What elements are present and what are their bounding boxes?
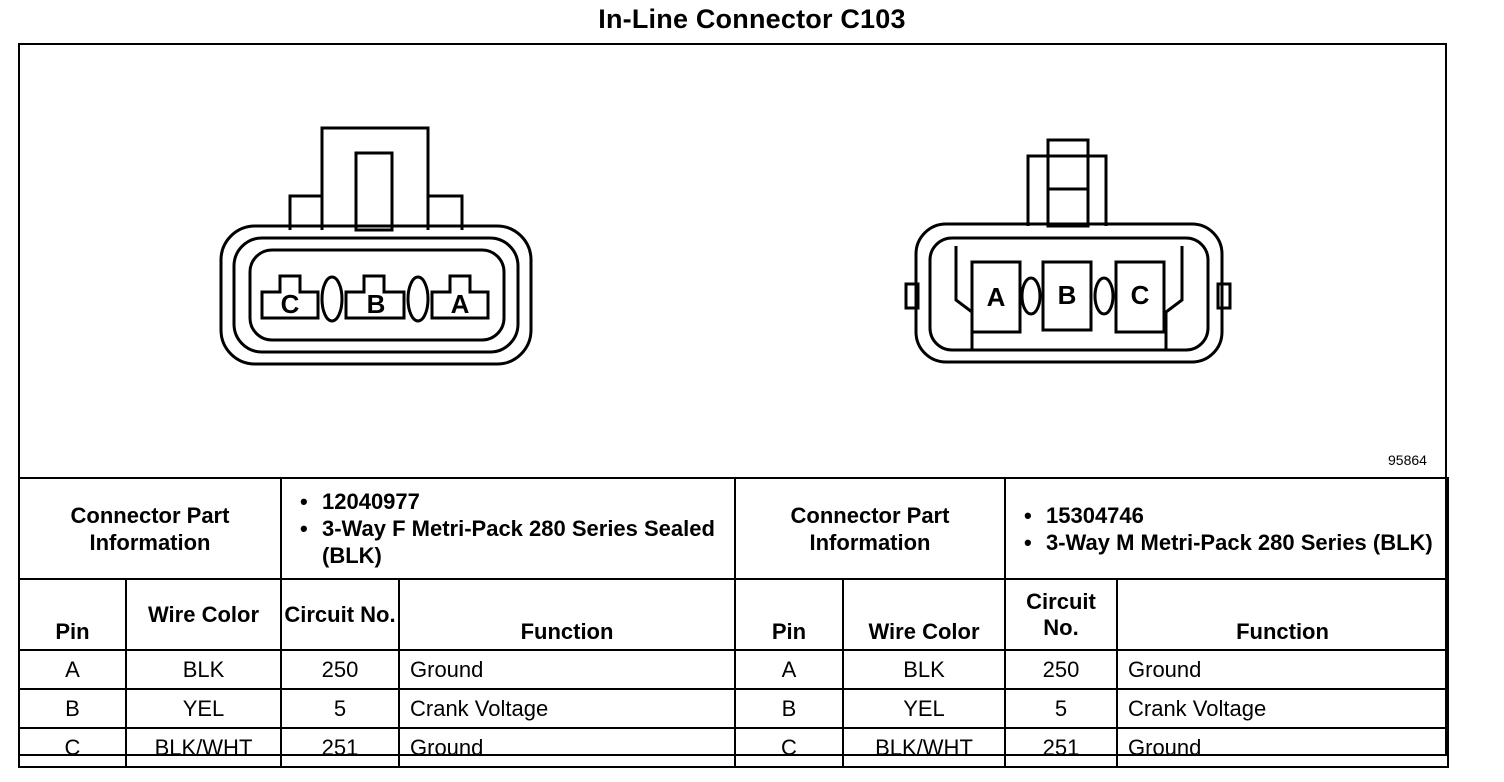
right-pin: A	[734, 649, 844, 690]
left-circuit: 250	[280, 649, 400, 690]
left-lock-tab-inner	[354, 151, 394, 232]
table-row: C BLK/WHT 251 Ground C BLK/WHT 251 Groun…	[18, 727, 1449, 768]
left-pin-label-b: B	[367, 289, 386, 319]
left-body-inner	[248, 248, 506, 342]
left-wire-color: BLK/WHT	[125, 727, 282, 768]
right-latch-right	[1216, 282, 1232, 310]
right-header-pin: Pin	[734, 578, 844, 651]
left-header-function: Function	[398, 578, 736, 651]
left-function: Ground	[398, 649, 736, 690]
left-body-outer	[219, 224, 533, 366]
table-row: B YEL 5 Crank Voltage B YEL 5 Crank Volt…	[18, 688, 1449, 729]
connector-part-info-table: Connector Part Information 12040977 3-Wa…	[18, 477, 1449, 580]
right-terminal-a	[970, 260, 1022, 334]
left-header-circuit: Circuit No.	[280, 578, 400, 651]
left-tab-shoulder-right	[428, 194, 464, 230]
right-terminal-block	[954, 246, 1184, 352]
right-lock-tab-inner	[1046, 138, 1090, 228]
left-cavity-b	[344, 274, 406, 320]
right-terminal-b	[1041, 260, 1093, 332]
right-pin: C	[734, 727, 844, 768]
right-header-function: Function	[1116, 578, 1449, 651]
left-header-pin: Pin	[18, 578, 127, 651]
right-wire-color: BLK	[842, 649, 1006, 690]
right-function: Ground	[1116, 727, 1449, 768]
left-function: Ground	[398, 727, 736, 768]
right-part-info-label: Connector Part Information	[734, 477, 1006, 580]
right-header-wire-color: Wire Color	[842, 578, 1006, 651]
left-pin-labels: C B A	[281, 289, 470, 319]
left-header-wire-color: Wire Color	[125, 578, 282, 651]
right-terminal-separator-1	[1020, 276, 1042, 316]
left-wire-color: YEL	[125, 688, 282, 729]
left-connector-face	[219, 126, 533, 366]
left-body-seal	[232, 236, 520, 354]
right-lock-tab-outer	[1026, 154, 1108, 226]
right-function: Ground	[1116, 649, 1449, 690]
right-circuit: 251	[1004, 727, 1118, 768]
right-circuit: 250	[1004, 649, 1118, 690]
left-wire-color: BLK	[125, 649, 282, 690]
right-part-details: 15304746 3-Way M Metri-Pack 280 Series (…	[1004, 477, 1449, 580]
left-tab-shoulder-left	[288, 194, 322, 230]
left-pin: B	[18, 688, 127, 729]
right-terminal-separator-2	[1093, 276, 1115, 316]
right-circuit: 5	[1004, 688, 1118, 729]
left-function: Crank Voltage	[398, 688, 736, 729]
left-part-details: 12040977 3-Way F Metri-Pack 280 Series S…	[280, 477, 736, 580]
left-cavity-a	[430, 274, 490, 320]
right-wire-color: BLK/WHT	[842, 727, 1006, 768]
right-header-circuit: Circuit No.	[1004, 578, 1118, 651]
right-pin-label-a: A	[987, 282, 1006, 312]
diagram-title: In-Line Connector C103	[598, 4, 906, 34]
right-function: Crank Voltage	[1116, 688, 1449, 729]
left-cavity-c	[260, 274, 320, 320]
left-cavity-separator-2	[406, 275, 430, 323]
right-connector-face	[904, 138, 1232, 364]
left-pin: C	[18, 727, 127, 768]
right-part-number: 15304746	[1024, 502, 1443, 529]
left-part-description: 3-Way F Metri-Pack 280 Series Sealed (BL…	[300, 515, 730, 569]
right-pin-label-c: C	[1131, 280, 1150, 310]
right-pin-labels: A B C	[987, 280, 1150, 312]
left-pin-label-a: A	[451, 289, 470, 319]
figure-number: 95864	[1388, 452, 1427, 468]
right-part-description: 3-Way M Metri-Pack 280 Series (BLK)	[1024, 529, 1443, 556]
table-row: A BLK 250 Ground A BLK 250 Ground	[18, 649, 1449, 690]
right-wire-color: YEL	[842, 688, 1006, 729]
left-pin-label-c: C	[281, 289, 300, 319]
right-latch-left	[904, 282, 920, 310]
left-lock-tab-outer	[320, 126, 430, 230]
left-pin: A	[18, 649, 127, 690]
left-circuit: 251	[280, 727, 400, 768]
left-cavity-separator-1	[320, 275, 344, 323]
part-info-row: Connector Part Information 12040977 3-Wa…	[18, 477, 1449, 580]
right-pin: B	[734, 688, 844, 729]
left-circuit: 5	[280, 688, 400, 729]
right-terminal-c	[1114, 260, 1166, 334]
right-pin-label-b: B	[1058, 280, 1077, 310]
left-part-info-label: Connector Part Information	[18, 477, 282, 580]
pin-table-header: Pin Wire Color Circuit No. Function Pin …	[18, 578, 1449, 651]
right-body-outer	[914, 222, 1224, 364]
left-part-number: 12040977	[300, 488, 730, 515]
pin-table: Pin Wire Color Circuit No. Function Pin …	[18, 578, 1449, 768]
